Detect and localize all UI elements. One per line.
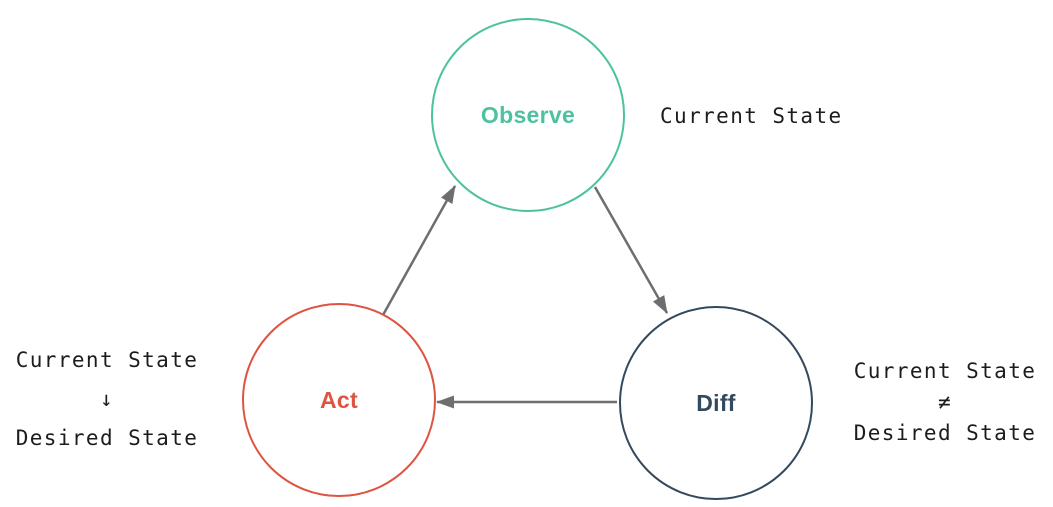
annotation-act-line3: Desired State	[15, 426, 199, 450]
annotation-act-line1: Current State	[15, 348, 199, 372]
arrow-observe-to-diff	[593, 186, 669, 314]
annotation-diff-line3: Desired State	[853, 421, 1037, 445]
annotation-diff-line1: Current State	[853, 359, 1037, 383]
node-label-diff: Diff	[696, 389, 736, 416]
annotation-act: Current State ↓ Desired State	[0, 341, 214, 458]
down-arrow-symbol: ↓	[99, 387, 115, 411]
not-equal-symbol: ≠	[937, 390, 953, 414]
node-observe: Observe	[431, 18, 625, 212]
annotation-observe-current-state: Current State	[660, 104, 843, 128]
annotation-diff: Current State ≠ Desired State	[836, 356, 1053, 449]
arrow-act-to-observe	[381, 185, 457, 316]
node-act: Act	[242, 303, 436, 497]
node-label-act: Act	[320, 386, 358, 413]
node-diff: Diff	[619, 306, 813, 500]
node-label-observe: Observe	[480, 101, 576, 128]
